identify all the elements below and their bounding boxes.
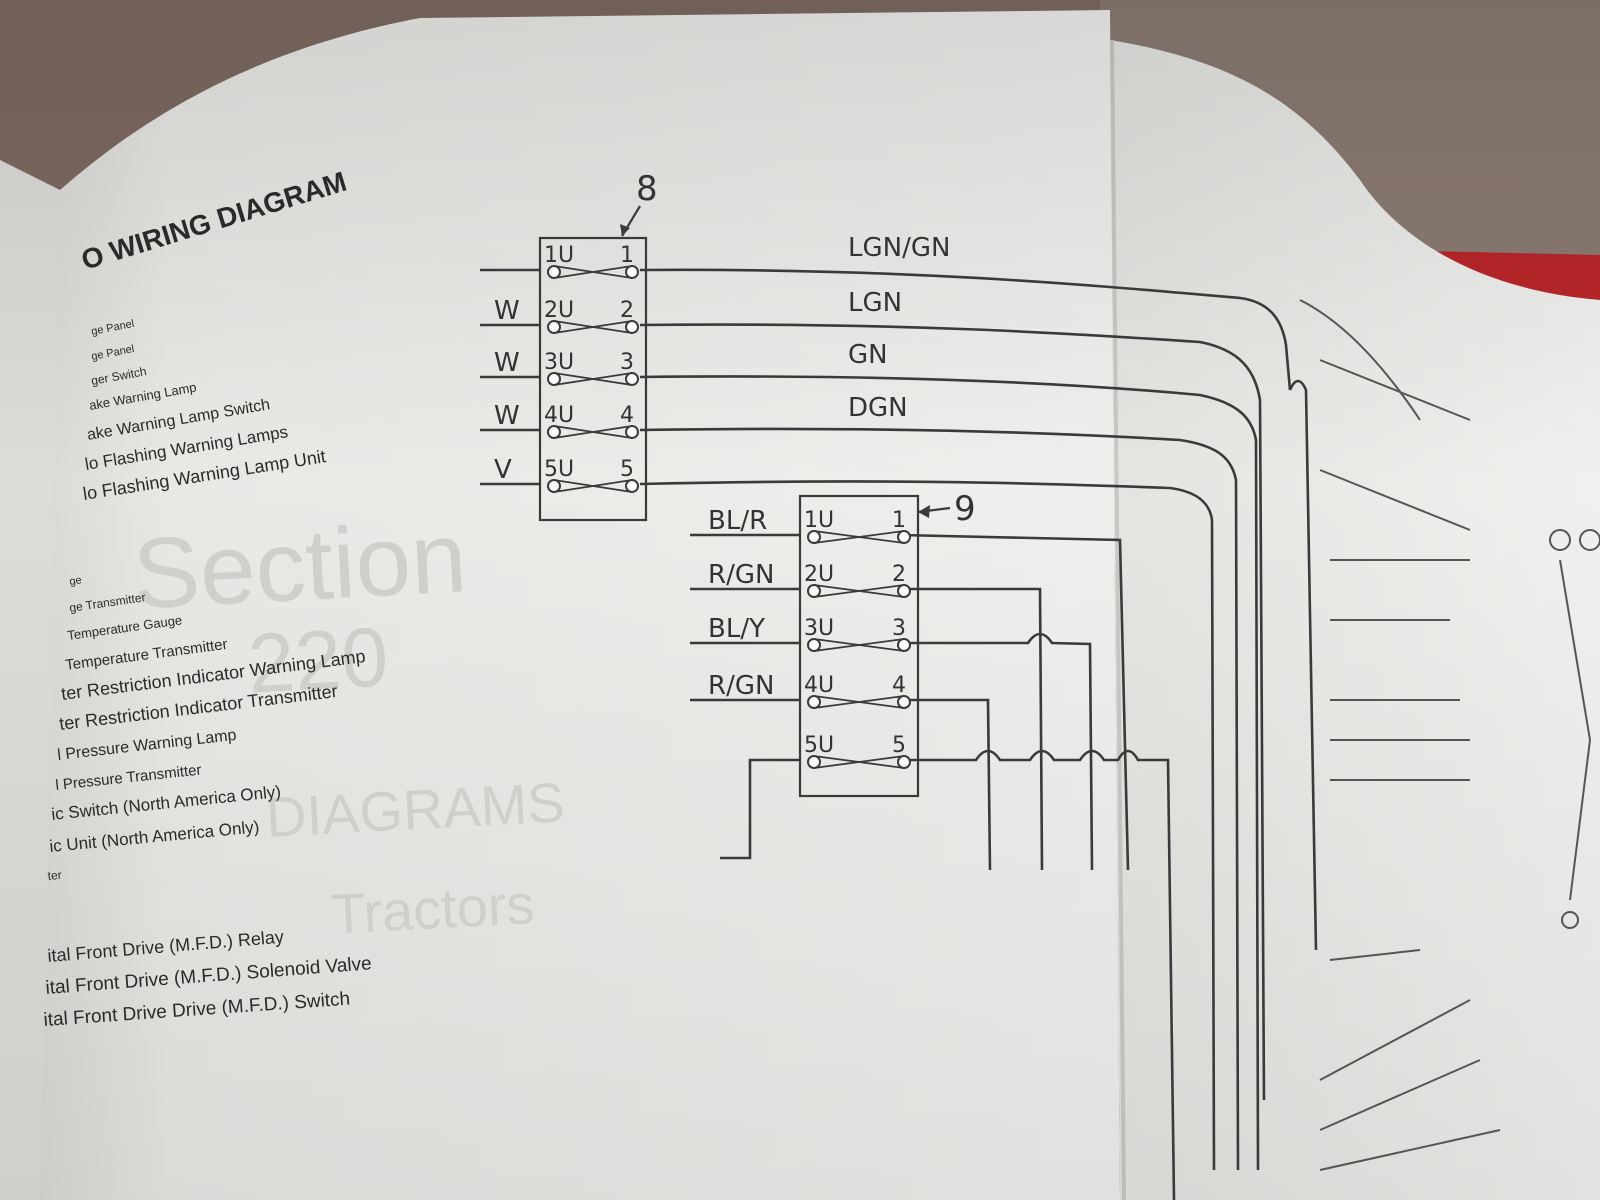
pin-terminal-left: [547, 479, 561, 493]
pin-label-right: 4: [620, 403, 634, 428]
pin-terminal-right: [625, 479, 639, 493]
pin-terminal-left: [547, 425, 561, 439]
wire-color-entry: W: [494, 401, 520, 431]
pin-label-right: 5: [892, 733, 906, 758]
wire-color-entry: R/GN: [708, 671, 774, 701]
wire-color-entry: V: [494, 455, 512, 485]
pin-label-right: 2: [892, 562, 906, 587]
pin-label-left: 4U: [544, 403, 574, 428]
pin-label-right: 3: [620, 350, 634, 375]
pin-terminal-right: [625, 320, 639, 334]
pin-terminal-left: [547, 320, 561, 334]
legend-item: ge: [69, 574, 83, 588]
pin-terminal-left: [807, 584, 821, 598]
pin-label-right: 4: [892, 673, 906, 698]
pin-label-right: 2: [620, 298, 634, 323]
pin-terminal-right: [897, 638, 911, 652]
connector-8-callout: 8: [636, 169, 658, 209]
wire-color-entry: BL/Y: [708, 614, 765, 644]
wire-color-entry: R/GN: [708, 560, 774, 590]
wire-color-exit: DGN: [848, 393, 908, 423]
wire-color-entry: W: [494, 348, 520, 378]
wire-color-exit: LGN: [848, 288, 902, 318]
pin-terminal-right: [897, 695, 911, 709]
pin-label-right: 3: [892, 616, 906, 641]
pin-terminal-right: [897, 755, 911, 769]
pin-label-right: 1: [620, 243, 634, 268]
pin-label-left: 2U: [804, 562, 834, 587]
watermark: Section 220 DIAGRAMS Tractors: [130, 501, 566, 946]
pin-label-left: 3U: [544, 350, 574, 375]
pin-terminal-left: [547, 265, 561, 279]
legend-item: ter: [47, 868, 62, 883]
pin-label-right: 1: [892, 508, 906, 533]
connector-9-callout: 9: [954, 489, 976, 529]
pin-label-left: 5U: [544, 457, 574, 482]
pin-label-left: 5U: [804, 733, 834, 758]
pin-label-left: 1U: [804, 508, 834, 533]
watermark-footer: Tractors: [330, 872, 536, 946]
watermark-number: 220: [246, 609, 391, 710]
pin-terminal-left: [807, 638, 821, 652]
pin-label-left: 2U: [544, 298, 574, 323]
pin-terminal-right: [897, 530, 911, 544]
pin-terminal-left: [807, 755, 821, 769]
pin-terminal-right: [625, 425, 639, 439]
wire-color-exit: LGN/GN: [848, 233, 950, 263]
wires: [480, 268, 1318, 1200]
watermark-subtitle: DIAGRAMS: [264, 770, 566, 849]
pin-terminal-left: [547, 372, 561, 386]
watermark-section: Section: [130, 501, 469, 630]
pin-terminal-right: [897, 584, 911, 598]
pin-label-right: 5: [620, 457, 634, 482]
wire-color-entry: BL/R: [708, 506, 767, 536]
pin-label-left: 1U: [544, 243, 574, 268]
pin-label-left: 3U: [804, 616, 834, 641]
pin-terminal-left: [807, 530, 821, 544]
partial-schematic-right: [1299, 299, 1600, 1171]
pin-label-left: 4U: [804, 673, 834, 698]
wire-color-entry: W: [494, 296, 520, 326]
pin-terminal-right: [625, 265, 639, 279]
pin-terminal-left: [807, 695, 821, 709]
pin-terminal-right: [625, 372, 639, 386]
wire-color-exit: GN: [848, 340, 888, 370]
